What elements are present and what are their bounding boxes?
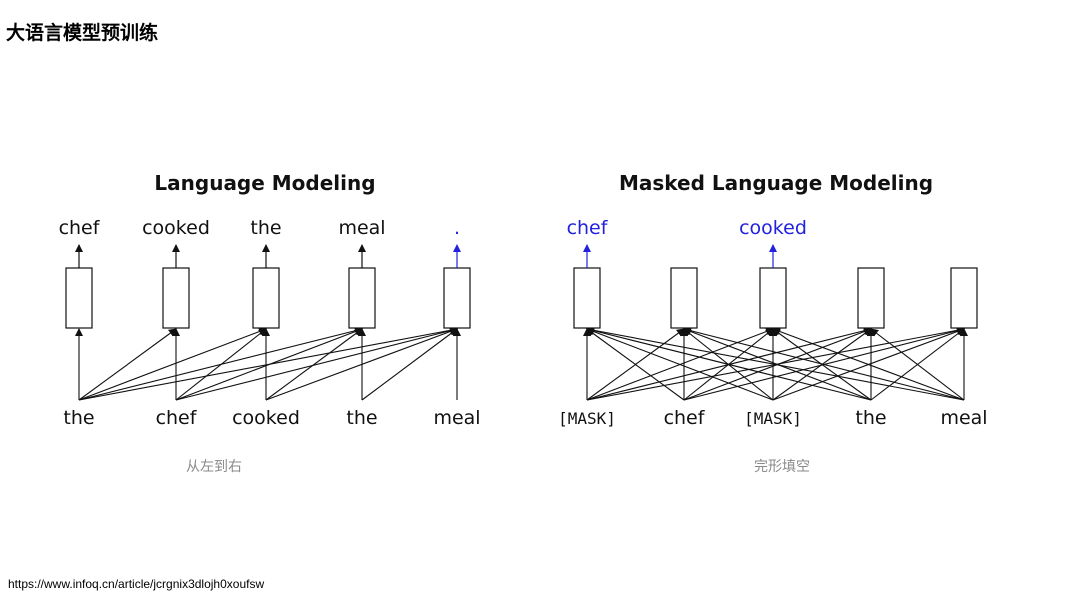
left-outputs: chef cooked the meal. (59, 217, 461, 268)
hidden-state-box (162, 267, 190, 329)
input-token: meal (940, 407, 987, 429)
output-token: cooked (739, 217, 807, 239)
right-connections (583, 326, 968, 401)
left-boxes (65, 267, 471, 329)
connection-arrow (586, 327, 774, 401)
source-url: https://www.infoq.cn/article/jcrgnix3dlo… (8, 577, 265, 591)
output-token: the (250, 217, 281, 239)
connection-arrow (586, 326, 965, 401)
hidden-state-box (252, 267, 280, 329)
connection-arrow (175, 326, 458, 401)
input-token: chef (664, 407, 706, 429)
hidden-state-box (573, 267, 601, 329)
input-token: chef (156, 407, 198, 429)
input-token: cooked (232, 407, 300, 429)
hidden-state-box (65, 267, 93, 329)
hidden-state-box (670, 267, 698, 329)
right-diagram: Masked Language Modeling chef cooked [MAS… (558, 171, 987, 429)
hidden-state-box (443, 267, 471, 329)
right-caption: 完形填空 (754, 459, 810, 475)
input-token: the (346, 407, 377, 429)
input-token: [MASK] (558, 409, 616, 428)
connection-arrow (870, 328, 965, 401)
input-token: [MASK] (744, 409, 802, 428)
left-inputs: the chef cooked the meal (63, 407, 480, 429)
hidden-state-box (950, 267, 978, 329)
right-boxes (573, 267, 978, 329)
input-token: meal (433, 407, 480, 429)
output-token: chef (567, 217, 609, 239)
output-token: . (454, 217, 460, 239)
output-token: cooked (142, 217, 210, 239)
right-outputs: chef cooked (567, 217, 807, 268)
right-inputs: [MASK] chef [MASK] the meal (558, 407, 987, 429)
left-diagram-title: Language Modeling (154, 171, 375, 195)
left-diagram: Language Modeling chef cooked the meal. the… (59, 171, 481, 429)
connection-arrow (361, 328, 458, 401)
connection-arrow (683, 326, 965, 401)
connection-arrow (78, 327, 267, 401)
hidden-state-box (857, 267, 885, 329)
connection-arrow (772, 327, 965, 401)
page-title: 大语言模型预训练 (6, 22, 159, 44)
hidden-state-box (759, 267, 787, 329)
left-connections (75, 326, 461, 401)
output-token: meal (338, 217, 385, 239)
connection-arrow (175, 328, 267, 401)
connection-arrow (175, 327, 363, 401)
connection-arrow (78, 328, 177, 401)
right-diagram-title: Masked Language Modeling (619, 171, 933, 195)
connection-arrow (586, 326, 872, 401)
connection-arrow (586, 328, 685, 401)
left-caption: 从左到右 (186, 459, 242, 475)
output-token: chef (59, 217, 101, 239)
connection-arrow (265, 328, 363, 401)
input-token: the (63, 407, 94, 429)
hidden-state-box (348, 267, 376, 329)
input-token: the (855, 407, 886, 429)
